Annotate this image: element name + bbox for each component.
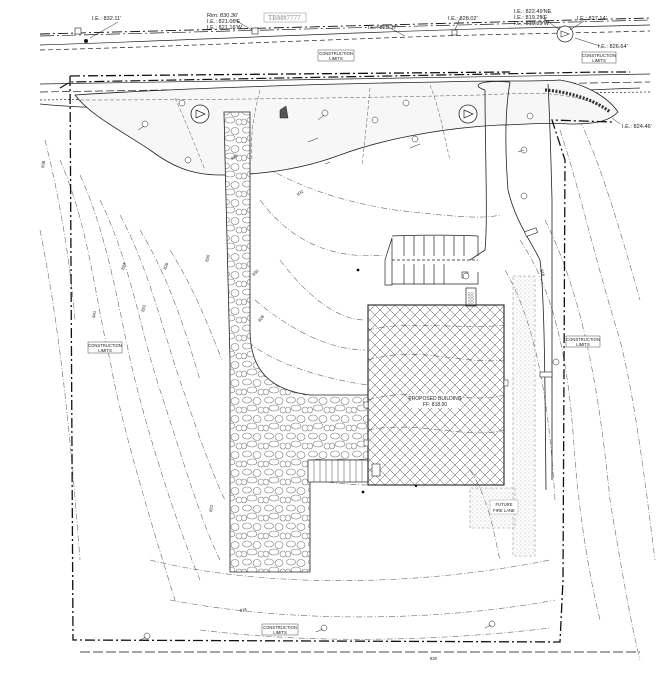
manhole-structures: [74, 25, 574, 494]
svg-text:LIMITS: LIMITS: [273, 630, 287, 635]
svg-text:LIMITS: LIMITS: [98, 348, 112, 353]
svg-text:CONSTRUCTION: CONSTRUCTION: [88, 343, 122, 348]
svg-text:CONSTRUCTION: CONSTRUCTION: [263, 625, 297, 630]
invert-elev-824-label: I.E.: 824.46': [622, 124, 652, 130]
svg-text:LIMITS: LIMITS: [592, 58, 606, 63]
invert-elev-819-w-label: I.E.: 819.39'W: [514, 21, 550, 27]
invert-elev-821-w-label: I.E.: 821.16'W: [207, 25, 243, 31]
svg-text:826: 826: [162, 261, 169, 270]
invert-elev-826-label: I.E.: 826.64': [598, 44, 628, 50]
svg-text:824: 824: [120, 262, 127, 271]
svg-text:818: 818: [239, 607, 247, 613]
svg-text:828: 828: [257, 314, 266, 323]
svg-text:CONSTRUCTION: CONSTRUCTION: [566, 337, 600, 342]
svg-text:832: 832: [296, 188, 305, 196]
svg-text:841: 841: [91, 310, 97, 318]
future-fire-lane: [512, 275, 536, 557]
construction-limits-tag-right: CONSTRUCTION LIMITS: [565, 335, 601, 348]
construction-limits-tag-top-right: CONSTRUCTION LIMITS: [581, 51, 617, 64]
svg-text:LIMITS: LIMITS: [576, 342, 590, 347]
invert-elev-819-e-label: I.E.: 819.29'E: [514, 15, 548, 21]
construction-limits-boundary: [69, 71, 613, 643]
svg-text:CONSTRUCTION: CONSTRUCTION: [319, 51, 353, 56]
construction-limits-tag-left: CONSTRUCTION LIMITS: [87, 341, 123, 354]
svg-text:822: 822: [208, 504, 214, 512]
rim-elev-label: Rim: 830.36': [207, 13, 238, 19]
spot-markers: [141, 99, 560, 640]
svg-text:822: 822: [140, 304, 147, 313]
building-ff-label: FF: 818.00: [423, 402, 447, 408]
access-driveway: [469, 81, 553, 491]
svg-text:838: 838: [40, 160, 46, 168]
svg-text:CONSTRUCTION: CONSTRUCTION: [582, 53, 616, 58]
svg-text:820: 820: [430, 656, 438, 661]
invert-elev-827-label: I.E.: 827.14': [577, 16, 607, 22]
svg-text:820: 820: [204, 254, 211, 263]
svg-text:LIMITS: LIMITS: [329, 56, 343, 61]
drainage-berm: [74, 79, 619, 176]
construction-limits-tag-bottom: CONSTRUCTION LIMITS: [261, 623, 299, 636]
construction-limits-tag-top: CONSTRUCTION LIMITS: [317, 49, 355, 62]
invert-elev-828-02-label: I.E.: 828.02': [448, 16, 478, 22]
invert-elev-832-label: I.E.: 832.11': [92, 16, 121, 22]
invert-elev-828-37-label: I.E.: 828.37': [368, 25, 398, 31]
svg-text:834: 834: [230, 153, 239, 161]
future-fire-lane-label-2: FIRE LANE: [493, 508, 515, 513]
invert-elev-821-e-label: I.E.: 821.06'E: [207, 19, 241, 25]
temporary-benchmark-label: TBM#7777: [268, 14, 301, 22]
building-name-label: PROPOSED BUILDING: [408, 396, 461, 402]
contour-elevation-labels: 834 832 830 828 826 824 822 820 818 816 …: [40, 153, 546, 661]
future-fire-lane-label-1: FUTURE: [496, 502, 513, 507]
parking-stalls: [384, 234, 479, 286]
svg-text:830: 830: [251, 268, 260, 277]
contour-lines: [39, 109, 656, 661]
svg-text:816: 816: [539, 269, 546, 278]
invert-elev-822-label: I.E.: 822.49'NE: [514, 9, 552, 15]
gravel-drive: [223, 111, 369, 573]
